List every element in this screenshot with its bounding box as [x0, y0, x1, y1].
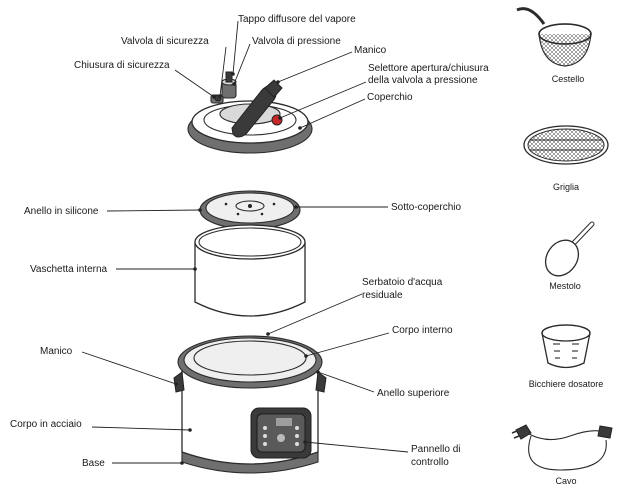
- svg-text:della valvola a pressione: della valvola a pressione: [368, 75, 478, 86]
- svg-text:Serbatoio d'acqua: Serbatoio d'acqua: [362, 277, 443, 288]
- label-serbatoio: Serbatoio d'acqua residuale: [266, 277, 443, 336]
- label-corpo-acciaio: Corpo in acciaio: [10, 419, 192, 432]
- svg-text:Anello in silicone: Anello in silicone: [24, 206, 99, 217]
- label-sotto-coperchio: Sotto-coperchio: [294, 202, 461, 213]
- accessory-mestolo: Mestolo: [544, 221, 595, 291]
- svg-text:Valvola di pressione: Valvola di pressione: [252, 36, 341, 47]
- accessory-griglia: Griglia: [523, 125, 609, 192]
- label-selettore: Selettore apertura/chiusura della valvol…: [278, 63, 489, 120]
- accessory-bicchiere: Bicchiere dosatore: [529, 324, 604, 389]
- label-valvola-sicurezza: Valvola di sicurezza: [121, 36, 227, 98]
- label-anello-silicone: Anello in silicone: [24, 206, 202, 217]
- lid-assembly: Tappo diffusore del vapore Valvola di si…: [74, 14, 489, 154]
- label-corpo-interno: Corpo interno: [304, 325, 453, 358]
- svg-text:Manico: Manico: [354, 45, 387, 56]
- svg-text:Vaschetta interna: Vaschetta interna: [30, 264, 108, 275]
- power-cable-icon: [511, 424, 613, 471]
- label-base: Base: [82, 458, 184, 469]
- label-manico-coperchio: Manico: [276, 45, 387, 84]
- svg-text:Valvola di sicurezza: Valvola di sicurezza: [121, 36, 209, 47]
- rack-icon: [523, 125, 609, 165]
- ladle-icon: [544, 221, 595, 277]
- svg-text:controllo: controllo: [411, 457, 449, 468]
- label-anello-superiore: Anello superiore: [316, 370, 450, 399]
- svg-text:residuale: residuale: [362, 290, 403, 301]
- svg-text:Griglia: Griglia: [553, 182, 579, 192]
- measuring-cup-icon: [541, 324, 591, 369]
- label-vaschetta: Vaschetta interna: [30, 264, 197, 275]
- svg-text:Pannello di: Pannello di: [411, 444, 460, 455]
- label-valvola-pressione: Valvola di pressione: [232, 36, 341, 86]
- svg-text:Anello superiore: Anello superiore: [377, 388, 450, 399]
- label-pannello: Pannello di controllo: [303, 440, 460, 468]
- svg-text:Corpo interno: Corpo interno: [392, 325, 453, 336]
- accessory-cavo: Cavo: [511, 424, 613, 486]
- svg-text:Corpo in acciaio: Corpo in acciaio: [10, 419, 82, 430]
- body-drawing: [173, 335, 327, 474]
- label-chiusura-sicurezza: Chiusura di sicurezza: [74, 60, 216, 99]
- accessory-cestello: Cestello: [516, 7, 592, 84]
- inner-lid-assembly: Anello in silicone Sotto-coperchio: [24, 190, 461, 230]
- svg-text:Coperchio: Coperchio: [367, 92, 413, 103]
- svg-text:Mestolo: Mestolo: [549, 281, 581, 291]
- svg-text:Bicchiere dosatore: Bicchiere dosatore: [529, 379, 604, 389]
- inner-pot-drawing: [194, 224, 306, 317]
- cooker-body: Serbatoio d'acqua residuale Corpo intern…: [10, 277, 460, 474]
- svg-text:Tappo diffusore del vapore: Tappo diffusore del vapore: [238, 14, 356, 25]
- label-coperchio: Coperchio: [298, 92, 413, 130]
- label-tappo-diffusore: Tappo diffusore del vapore: [231, 14, 356, 76]
- svg-text:Selettore apertura/chiusura: Selettore apertura/chiusura: [368, 63, 489, 74]
- svg-text:Cestello: Cestello: [552, 74, 585, 84]
- basket-icon: [516, 7, 592, 67]
- inner-pot: Vaschetta interna: [30, 224, 306, 317]
- svg-text:Manico: Manico: [40, 346, 73, 357]
- svg-text:Sotto-coperchio: Sotto-coperchio: [391, 202, 461, 213]
- svg-text:Base: Base: [82, 458, 105, 469]
- label-manico-corpo: Manico: [40, 346, 178, 386]
- inner-lid-drawing: [199, 190, 301, 230]
- svg-text:Chiusura di sicurezza: Chiusura di sicurezza: [74, 60, 170, 71]
- svg-text:Cavo: Cavo: [555, 476, 576, 486]
